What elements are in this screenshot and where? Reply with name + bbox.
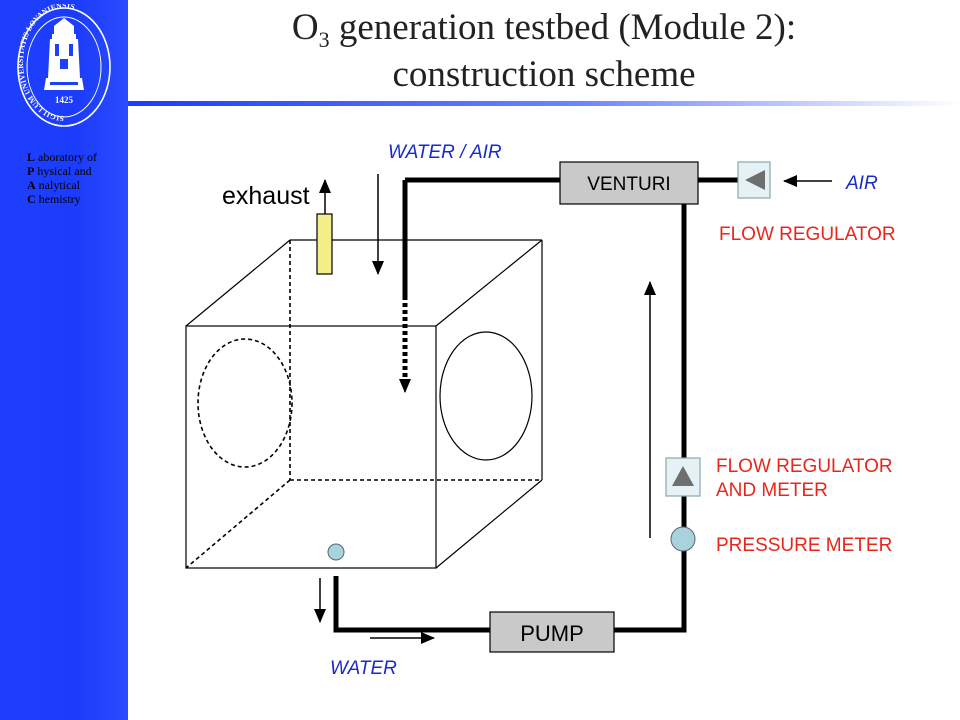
slide-title-line2: construction scheme: [392, 54, 696, 95]
flow-regulator-meter-label-1: FLOW REGULATOR: [716, 456, 893, 477]
tank-edge: [435, 479, 543, 569]
valve-up-triangle: [672, 466, 694, 486]
lab-row: L aboratory of: [27, 150, 97, 164]
bottom-pipe: [333, 576, 687, 633]
porthole-right: [439, 331, 533, 461]
flow-regulator-label: FLOW REGULATOR: [719, 224, 896, 245]
hidden-porthole-left: [197, 338, 293, 468]
air-label: AIR: [845, 173, 878, 194]
slide-title: O3 generation testbed (Module 2): constr…: [128, 4, 960, 98]
lab-row: C hemistry: [27, 192, 81, 206]
pressure-meter-gauge: [670, 526, 696, 552]
lab-name: L aboratory of P hysical and A nalytical…: [27, 150, 127, 206]
water-air-label: WATER / AIR: [388, 142, 502, 163]
venturi-label: VENTURI: [587, 174, 670, 195]
university-seal-logo: SIGILLUM UNIVERSITATIS LOVANIENSIS 1425: [16, 4, 111, 127]
valve-left-triangle: [745, 170, 765, 190]
slide-title-line1: O3 generation testbed (Module 2):: [291, 7, 797, 52]
lab-row: A nalytical: [27, 178, 80, 192]
exhaust-label: exhaust: [222, 182, 310, 210]
tank-hidden-edge: [185, 479, 291, 569]
tank-outlet-port: [327, 543, 345, 561]
tank-front-face: [185, 325, 437, 569]
venturi-unit: [559, 161, 699, 205]
inlet-pipe: [399, 177, 560, 393]
pressure-meter-label: PRESSURE METER: [716, 535, 892, 556]
lab-row: P hysical and: [27, 164, 92, 178]
tank-edge: [185, 239, 291, 327]
seal-year: 1425: [55, 95, 74, 105]
water-label: WATER: [330, 658, 397, 679]
pump-label: PUMP: [520, 621, 584, 646]
tank-edge: [435, 239, 543, 327]
flow-regulator-meter-label-2: AND METER: [716, 480, 828, 501]
pump-unit: [489, 611, 615, 653]
sidebar-band: SIGILLUM UNIVERSITATIS LOVANIENSIS 1425 …: [0, 0, 128, 720]
exhaust-outlet: [316, 213, 333, 275]
title-divider: [128, 101, 960, 106]
construction-scheme-diagram: exhaust WATER / AIR VENTURI AIR FLOW REG…: [185, 142, 896, 679]
tank: [185, 239, 543, 569]
